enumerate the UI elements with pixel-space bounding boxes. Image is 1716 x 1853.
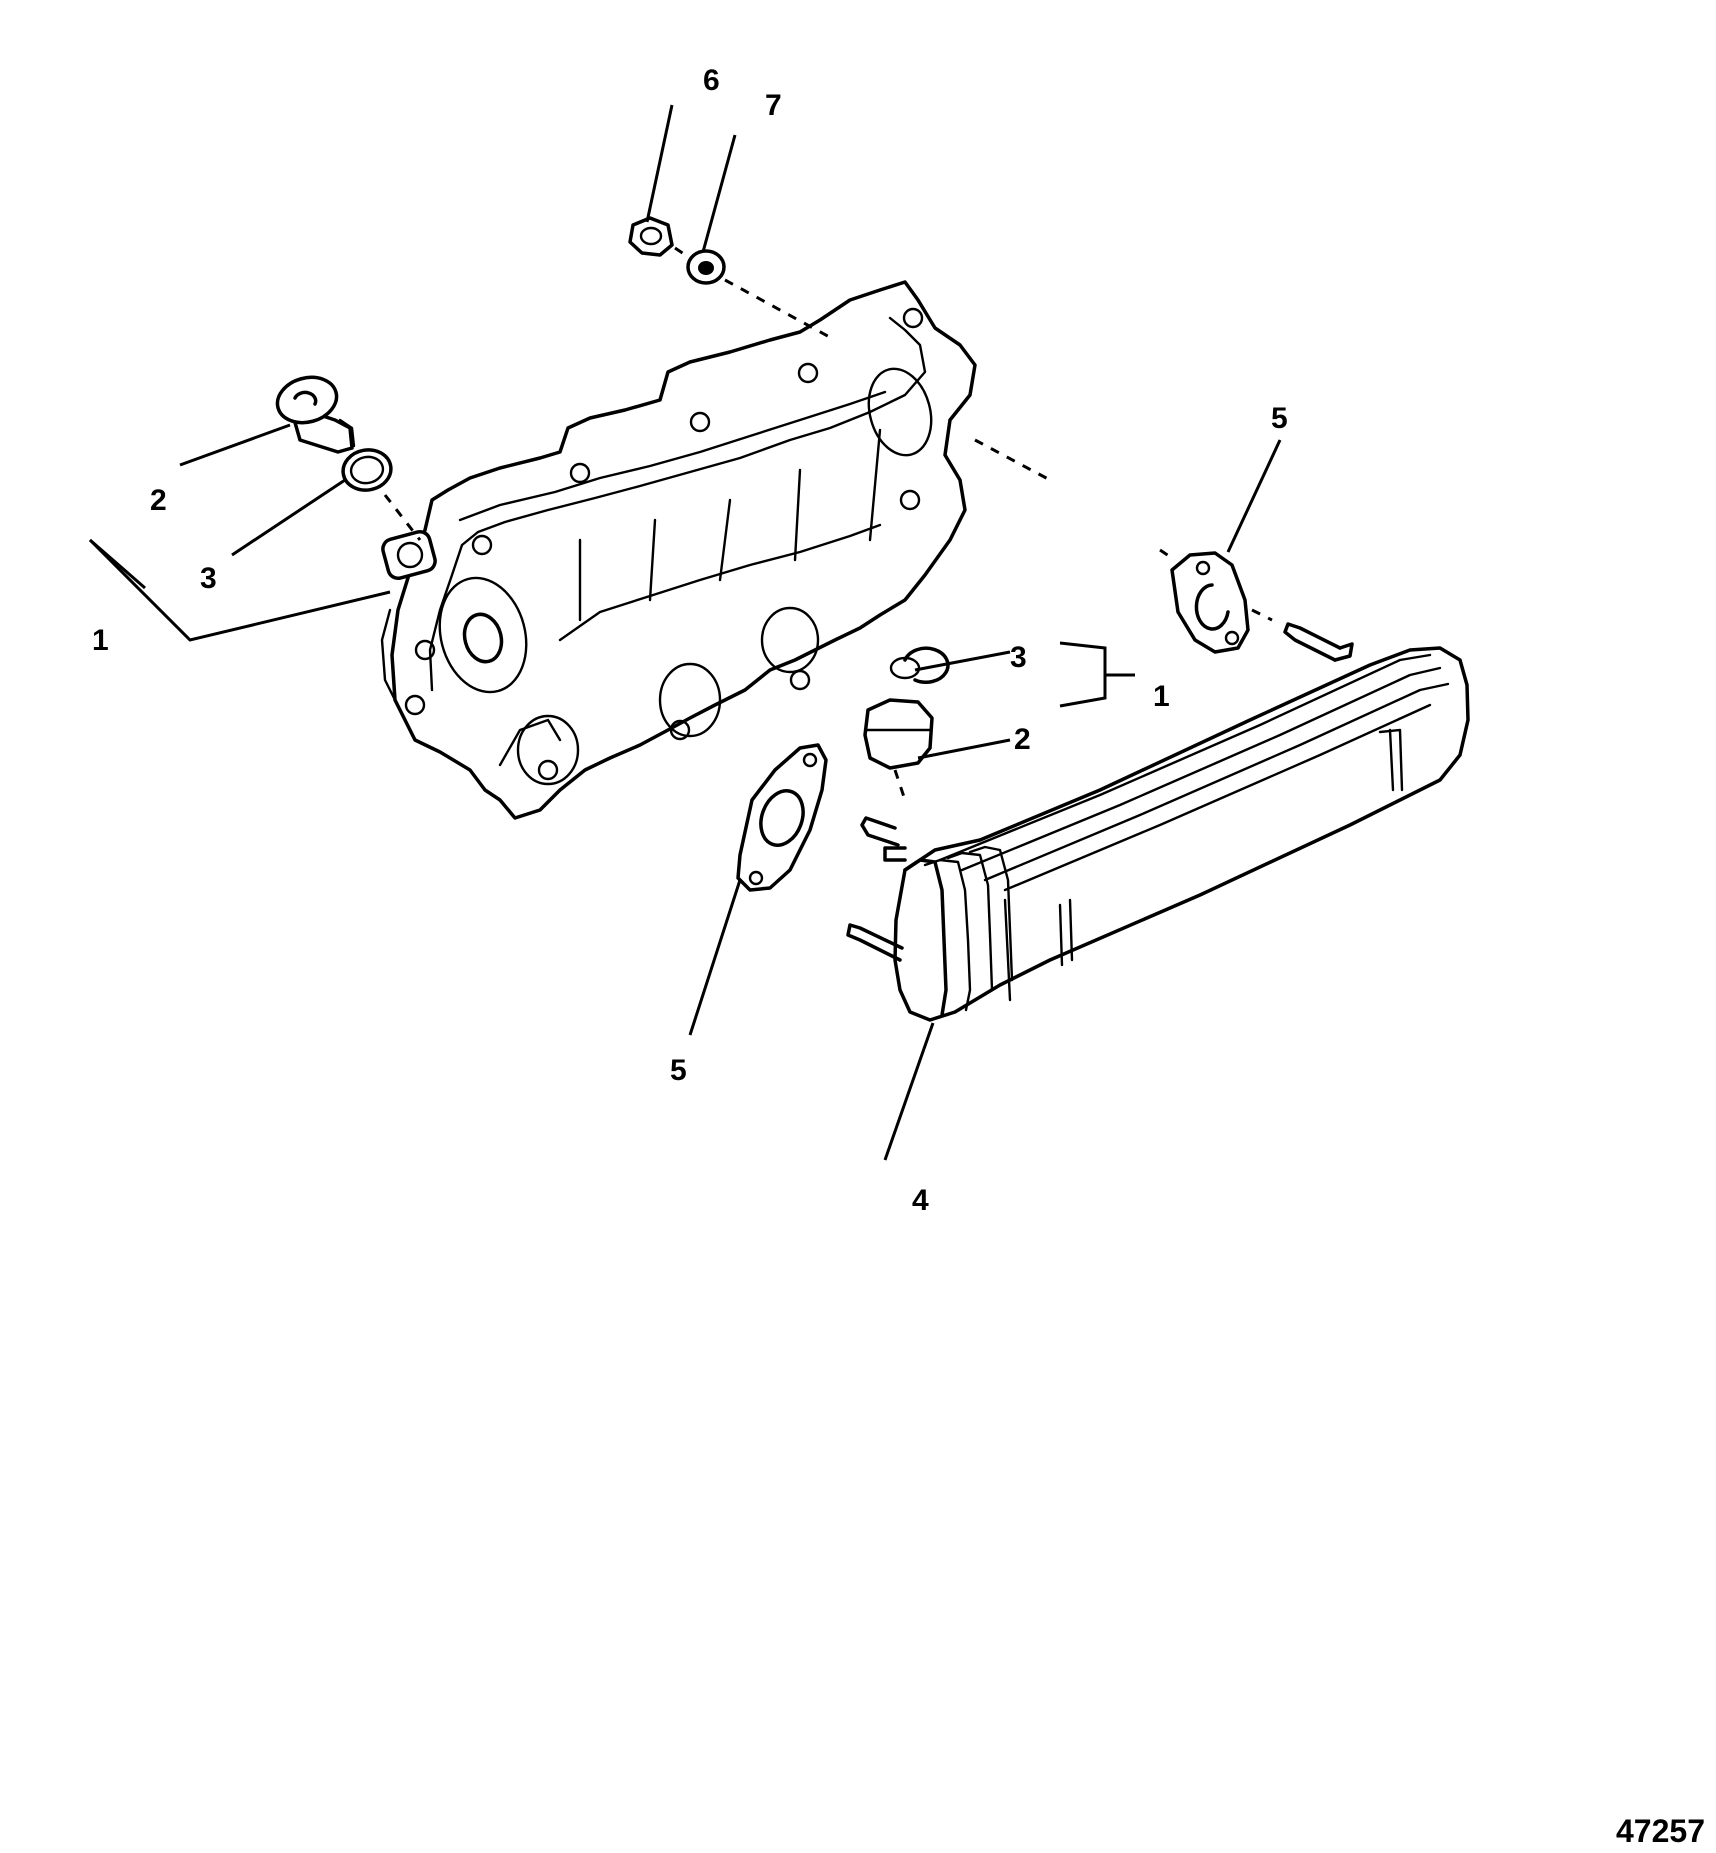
- callout-7: 7: [765, 89, 782, 122]
- nut: [628, 216, 674, 257]
- gasket-left: [736, 743, 828, 892]
- washer: [686, 249, 726, 285]
- relief-valve-plug-lower: [863, 698, 934, 770]
- callout-6: 6: [703, 64, 720, 97]
- relief-valve-plug-upper: [275, 375, 356, 454]
- figure-id: 47257: [1616, 1813, 1705, 1849]
- callout-3-upper: 3: [200, 562, 217, 595]
- oil-cooler: [846, 622, 1470, 1022]
- assembly-line-nut-washer: [674, 246, 836, 342]
- assembly-line-gasket-right: [1159, 548, 1273, 622]
- callout-2-upper: 2: [150, 484, 167, 517]
- callout-2-lower: 2: [1014, 723, 1031, 756]
- callout-1-right: 1: [1153, 680, 1170, 713]
- cooler-adapter-plate: [380, 280, 977, 820]
- callout-5-right: 5: [1271, 402, 1288, 435]
- leader-lines: [88, 104, 1282, 1161]
- callout-4: 4: [912, 1184, 929, 1217]
- callout-1-left: 1: [92, 624, 109, 657]
- assembly-line-plate-to-cooler: [974, 438, 1051, 482]
- retaining-ring-upper: [341, 448, 393, 492]
- callout-5-left: 5: [670, 1054, 687, 1087]
- gasket-right: [1170, 551, 1250, 654]
- assembly-line-plug-to-cooler: [893, 769, 907, 801]
- callout-3-lower: 3: [1010, 641, 1027, 674]
- callout-labels: 1 2 3 6 7 5 3 1 2 5 4: [92, 64, 1288, 1217]
